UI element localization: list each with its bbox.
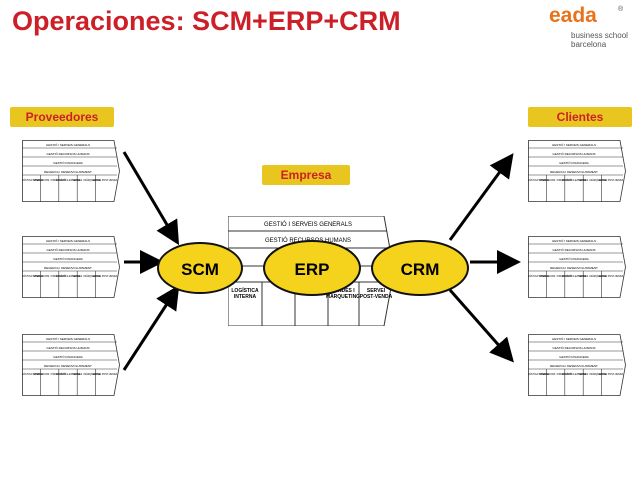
empresa-col5b: POST-VENDA — [360, 294, 393, 300]
mini-row-label: GESTIÓ I SERVEIS GENERALS — [46, 336, 90, 341]
mini-col-label: SERVEI POST-VENDA — [598, 373, 623, 376]
mini-row-label: GESTIÓ RECURSOS HUMANS — [46, 247, 89, 252]
client-chart-1: GESTIÓ I SERVEIS GENERALS GESTIÓ RECURSOS… — [528, 140, 626, 202]
mini-col-label: VENDES I MÀRQUETING — [72, 179, 100, 182]
mini-col-label: VENDES I MÀRQUETING — [72, 275, 100, 278]
mini-col-label: LOGÍSTICA INTERNA — [528, 275, 549, 278]
page-title: Operaciones: SCM+ERP+CRM — [12, 6, 401, 36]
mini-col-label: LOGÍSTICA INTERNA — [22, 275, 43, 278]
mini-row-label: GESTIÓ FINANCERA — [53, 354, 83, 359]
proveedores-label: Proveedores — [10, 107, 114, 127]
crm-circle — [371, 240, 469, 296]
mini-row-label: RECERCA I DESENVOLUPAMENT — [44, 170, 92, 174]
supplier-chart-1: GESTIÓ I SERVEIS GENERALS GESTIÓ RECURSOS… — [22, 140, 120, 202]
mini-col-label: OPERACIONS / PRODUCCIÓ — [33, 373, 66, 376]
empresa-col4: VENDES I — [331, 288, 355, 294]
mini-row-label: GESTIÓ RECURSOS HUMANS — [552, 345, 595, 350]
mini-col-label: LOGÍSTICA EXTERNA — [562, 179, 587, 182]
empresa-col5: SERVEI — [367, 288, 386, 294]
mini-col-label: VENDES I MÀRQUETING — [578, 179, 606, 182]
arrow-bottom-left — [122, 284, 180, 371]
mini-row-label: GESTIÓ FINANCERA — [53, 160, 83, 165]
empresa-row1: GESTIÓ I SERVEIS GENERALS — [264, 221, 352, 228]
mini-col-label: VENDES I MÀRQUETING — [578, 275, 606, 278]
empresa-label: Empresa — [262, 165, 350, 185]
supplier-chart-3: GESTIÓ I SERVEIS GENERALS GESTIÓ RECURSOS… — [22, 334, 120, 396]
mini-col-label: SERVEI POST-VENDA — [598, 179, 623, 182]
mini-row-label: GESTIÓ I SERVEIS GENERALS — [552, 142, 596, 147]
logo-registered-mark: ® — [618, 6, 624, 13]
mini-col-label: LOGÍSTICA INTERNA — [528, 373, 549, 376]
mini-col-label: VENDES I MÀRQUETING — [578, 373, 606, 376]
logo-wordmark: eada — [549, 4, 597, 27]
mini-col-label: VENDES I MÀRQUETING — [72, 373, 100, 376]
empresa-col4b: MARQUETING — [326, 294, 360, 300]
arrow-bottom-right — [448, 289, 514, 363]
mini-col-label: OPERACIONS / PRODUCCIÓ — [539, 275, 572, 278]
mini-row-label: RECERCA I DESENVOLUPAMENT — [550, 266, 598, 270]
mini-row-label: GESTIÓ RECURSOS HUMANS — [46, 345, 89, 350]
mini-row-label: RECERCA I DESENVOLUPAMENT — [44, 266, 92, 270]
eada-logo: eada ® business school barcelona — [549, 4, 633, 52]
logo-subtitle-line2: barcelona — [571, 40, 607, 49]
clientes-label: Clientes — [528, 107, 632, 127]
mini-col-label: LOGÍSTICA EXTERNA — [56, 179, 81, 182]
mini-col-label: LOGÍSTICA EXTERNA — [56, 373, 81, 376]
mini-col-label: OPERACIONS / PRODUCCIÓ — [539, 373, 572, 376]
mini-row-label: GESTIÓ FINANCERA — [559, 354, 589, 359]
mini-row-label: GESTIÓ RECURSOS HUMANS — [46, 151, 89, 156]
empresa-col1: LOGÍSTICA — [231, 286, 259, 294]
mini-col-label: SERVEI POST-VENDA — [92, 373, 117, 376]
mini-row-label: GESTIÓ I SERVEIS GENERALS — [46, 142, 90, 147]
logo-subtitle-line1: business school — [571, 31, 628, 40]
mini-col-label: LOGÍSTICA INTERNA — [22, 373, 43, 376]
scm-label: SCM — [181, 260, 219, 279]
mini-row-label: RECERCA I DESENVOLUPAMENT — [550, 170, 598, 174]
mini-col-label: SERVEI POST-VENDA — [598, 275, 623, 278]
mini-col-label: SERVEI POST-VENDA — [92, 275, 117, 278]
mini-row-label: RECERCA I DESENVOLUPAMENT — [550, 364, 598, 368]
mini-col-label: OPERACIONS / PRODUCCIÓ — [539, 179, 572, 182]
client-chart-3: GESTIÓ I SERVEIS GENERALS GESTIÓ RECURSOS… — [528, 334, 626, 396]
empresa-col1b: INTERNA — [234, 294, 257, 300]
mini-row-label: GESTIÓ I SERVEIS GENERALS — [46, 238, 90, 243]
logo-subtitle: business school barcelona — [571, 31, 628, 49]
mini-row-label: GESTIÓ FINANCERA — [559, 256, 589, 261]
erp-circle — [263, 240, 361, 296]
supplier-chart-2: GESTIÓ I SERVEIS GENERALS GESTIÓ RECURSOS… — [22, 236, 120, 298]
mini-col-label: LOGÍSTICA EXTERNA — [562, 373, 587, 376]
mini-row-label: RECERCA I DESENVOLUPAMENT — [44, 364, 92, 368]
crm-label: CRM — [401, 260, 440, 279]
mini-col-label: OPERACIONS / PRODUCCIÓ — [33, 275, 66, 278]
client-chart-2: GESTIÓ I SERVEIS GENERALS GESTIÓ RECURSOS… — [528, 236, 626, 298]
scm-circle — [157, 242, 243, 294]
mini-col-label: LOGÍSTICA EXTERNA — [56, 275, 81, 278]
mini-row-label: GESTIÓ RECURSOS HUMANS — [552, 247, 595, 252]
mini-row-label: GESTIÓ I SERVEIS GENERALS — [552, 336, 596, 341]
mini-col-label: LOGÍSTICA INTERNA — [528, 179, 549, 182]
mini-col-label: LOGÍSTICA INTERNA — [22, 179, 43, 182]
mini-col-label: SERVEI POST-VENDA — [92, 179, 117, 182]
arrow-top-right — [448, 153, 514, 241]
mini-row-label: GESTIÓ FINANCERA — [559, 160, 589, 165]
arrow-top-left — [122, 151, 180, 246]
mini-row-label: GESTIÓ RECURSOS HUMANS — [552, 151, 595, 156]
mini-col-label: OPERACIONS / PRODUCCIÓ — [33, 179, 66, 182]
mini-row-label: GESTIÓ I SERVEIS GENERALS — [552, 238, 596, 243]
erp-label: ERP — [295, 260, 330, 279]
mini-row-label: GESTIÓ FINANCERA — [53, 256, 83, 261]
mini-col-label: LOGÍSTICA EXTERNA — [562, 275, 587, 278]
